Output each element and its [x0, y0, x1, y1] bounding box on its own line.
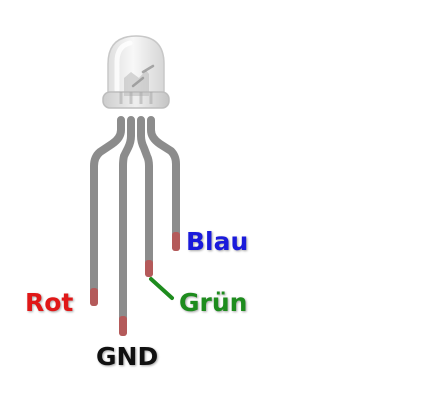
- lead-tips: [90, 232, 180, 336]
- lead-tip-gruen: [145, 260, 153, 277]
- lead-rot: [90, 116, 125, 306]
- label-gnd: GND: [96, 342, 159, 371]
- label-rot: Rot: [25, 288, 74, 317]
- label-gruen: Grün: [179, 288, 248, 317]
- lead-tip-blau: [172, 232, 180, 251]
- lead-tip-rot: [90, 288, 98, 306]
- label-blau: Blau: [186, 227, 249, 256]
- lead-gruen: [137, 116, 153, 277]
- lead-blau: [147, 116, 180, 251]
- lead-tip-gnd: [119, 316, 127, 336]
- lead-gnd: [119, 116, 135, 336]
- led-internal-post: [131, 64, 155, 88]
- gruen-pointer-line: [149, 277, 174, 300]
- led-body: [102, 35, 170, 109]
- led-leads: [90, 116, 180, 336]
- led-dome-highlight: [114, 40, 133, 93]
